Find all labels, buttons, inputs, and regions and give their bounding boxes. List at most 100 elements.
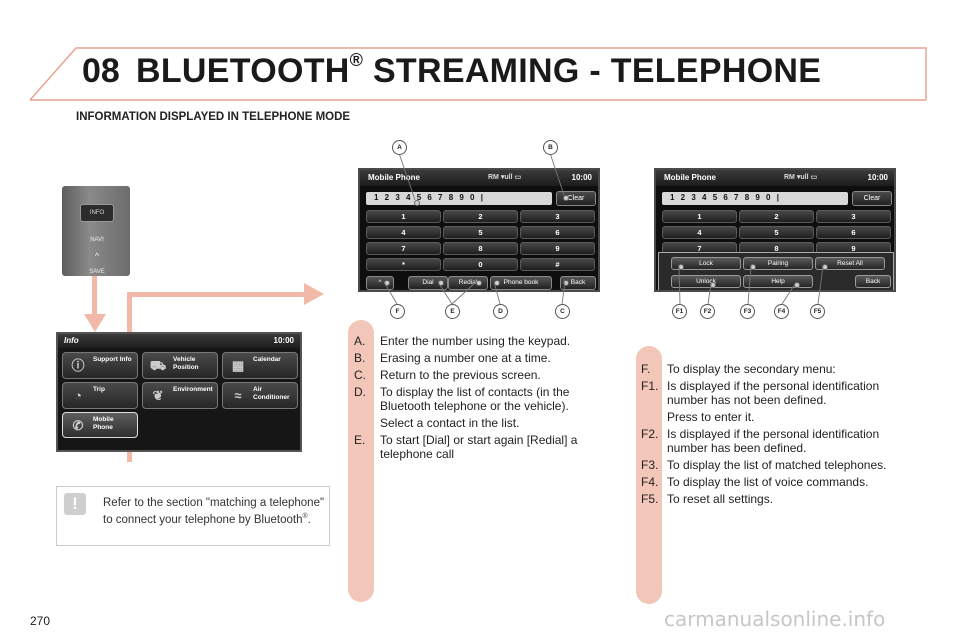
keypad-legend-list: A.Enter the number using the keypad. B. E… <box>354 334 604 464</box>
item-label: B. <box>354 351 366 365</box>
callout-dot <box>563 195 569 201</box>
item-text: Return to the previous screen. <box>380 368 541 382</box>
navi-button: NAVI <box>90 237 104 243</box>
tile-label: Environment <box>173 386 213 393</box>
key-8[interactable]: 8 <box>443 242 518 255</box>
callout-f3: F3 <box>740 304 755 319</box>
pairing-button[interactable]: Pairing <box>743 257 813 270</box>
key-4[interactable]: 4 <box>366 226 441 239</box>
tile-label: Support Info <box>93 356 132 363</box>
callout-dot <box>750 264 756 270</box>
item-text: Is displayed if the personal identificat… <box>667 427 880 455</box>
callout-dot <box>414 200 420 206</box>
callout-dot <box>476 280 482 286</box>
chevron-up-icon: ^ <box>378 279 382 286</box>
warning-icon: ! <box>64 493 86 515</box>
clock: 10:00 <box>867 173 888 182</box>
key-1[interactable]: 1 <box>662 210 737 223</box>
number-entry-field[interactable]: 1 2 3 4 5 6 7 8 9 0 | <box>366 192 552 205</box>
redial-button[interactable]: Redial <box>448 276 488 290</box>
key-5[interactable]: 5 <box>739 226 814 239</box>
key-star[interactable]: * <box>366 258 441 271</box>
item-label: F. <box>641 362 651 376</box>
back-button[interactable]: Back <box>560 276 596 290</box>
callout-dot <box>822 264 828 270</box>
key-5[interactable]: 5 <box>443 226 518 239</box>
tile-air-conditioner[interactable]: ≈Air Conditioner <box>222 382 298 409</box>
section-subtitle: INFORMATION DISPLAYED IN TELEPHONE MODE <box>76 111 351 123</box>
tile-mobile-phone[interactable]: ✆Mobile Phone <box>62 412 138 438</box>
callout-f1: F1 <box>672 304 687 319</box>
tile-label: Mobile Phone <box>93 416 114 431</box>
key-6[interactable]: 6 <box>520 226 595 239</box>
item-text: Is displayed if the personal identificat… <box>667 379 880 407</box>
accent-band-right <box>636 346 662 604</box>
note-text: Refer to the section "matching a telepho… <box>103 497 325 527</box>
tile-trip[interactable]: ◔Trip <box>62 382 138 409</box>
unlock-button[interactable]: Unlock <box>671 275 741 288</box>
phone-screen-title: Mobile Phone <box>664 173 716 182</box>
key-0[interactable]: 0 <box>443 258 518 271</box>
secondary-menu-panel: Lock Pairing Reset All Unlock Help Back <box>658 252 894 290</box>
item-label: A. <box>354 334 366 348</box>
clock: 10:00 <box>571 173 592 182</box>
right-arrow-icon <box>304 283 324 305</box>
item-text: To reset all settings. <box>667 492 774 506</box>
number-entry-field[interactable]: 1 2 3 4 5 6 7 8 9 0 | <box>662 192 848 205</box>
item-text: To display the list of contacts (in the … <box>380 385 570 413</box>
clear-button[interactable]: Clear <box>556 191 596 206</box>
list-item: A.Enter the number using the keypad. <box>354 334 604 348</box>
key-2[interactable]: 2 <box>739 210 814 223</box>
item-extra: Select a contact in the list. <box>380 416 520 430</box>
item-label: F4. <box>641 475 659 489</box>
fan-icon: ≈ <box>234 388 242 403</box>
help-button[interactable]: Help <box>743 275 813 288</box>
back-button[interactable]: Back <box>855 275 891 288</box>
list-item: F4.To display the list of voice commands… <box>641 475 907 489</box>
page-number: 270 <box>30 614 51 628</box>
chevron-up-icon: ^ <box>94 251 100 261</box>
phone-screen-header: Mobile Phone RM ▾ull ▭ 10:00 <box>360 170 598 186</box>
list-item: F5.To reset all settings. <box>641 492 907 506</box>
item-text: To start [Dial] or start again [Redial] … <box>380 433 578 461</box>
reset-all-button[interactable]: Reset All <box>815 257 885 270</box>
callout-f2: F2 <box>700 304 715 319</box>
lock-button[interactable]: Lock <box>671 257 741 270</box>
callout-d: D <box>493 304 508 319</box>
header-frame <box>29 47 927 101</box>
key-7[interactable]: 7 <box>366 242 441 255</box>
title-main: BLUETOOTH <box>136 52 350 90</box>
tile-environment[interactable]: ❦Environment <box>142 382 218 409</box>
clear-label: Clear <box>863 195 881 202</box>
key-3[interactable]: 3 <box>816 210 891 223</box>
clear-label: Clear <box>567 195 585 202</box>
phone-screen-header: Mobile Phone RM ▾ull ▭ 10:00 <box>656 170 894 186</box>
key-3[interactable]: 3 <box>520 210 595 223</box>
key-2[interactable]: 2 <box>443 210 518 223</box>
note-box: ! Refer to the section "matching a telep… <box>56 486 330 546</box>
key-hash[interactable]: # <box>520 258 595 271</box>
item-label: C. <box>354 368 366 382</box>
key-6[interactable]: 6 <box>816 226 891 239</box>
chapter-number: 08 <box>82 52 120 90</box>
phone-book-button[interactable]: Phone book <box>490 276 552 290</box>
note-body: Refer to the section "matching a telepho… <box>103 497 325 526</box>
phone-menu-screen: Mobile Phone RM ▾ull ▭ 10:00 1 2 3 4 5 6… <box>654 168 896 292</box>
list-item: E.To start [Dial] or start again [Redial… <box>354 433 604 461</box>
callout-b: B <box>543 140 558 155</box>
menu-legend-list: F.To display the secondary menu: F1.Is d… <box>641 362 907 509</box>
list-item: F.To display the secondary menu: <box>641 362 907 376</box>
callout-f4: F4 <box>774 304 789 319</box>
tile-vehicle-position[interactable]: ⛟Vehicle Position <box>142 352 218 379</box>
accent-band-left <box>348 320 374 602</box>
clear-button[interactable]: Clear <box>852 191 892 206</box>
key-9[interactable]: 9 <box>520 242 595 255</box>
note-end: . <box>307 513 311 526</box>
callout-dot <box>438 280 444 286</box>
key-1[interactable]: 1 <box>366 210 441 223</box>
key-4[interactable]: 4 <box>662 226 737 239</box>
tile-calendar[interactable]: ▦Calendar <box>222 352 298 379</box>
list-item: C. Return to the previous screen. <box>354 368 604 382</box>
callout-f: F <box>390 304 405 319</box>
